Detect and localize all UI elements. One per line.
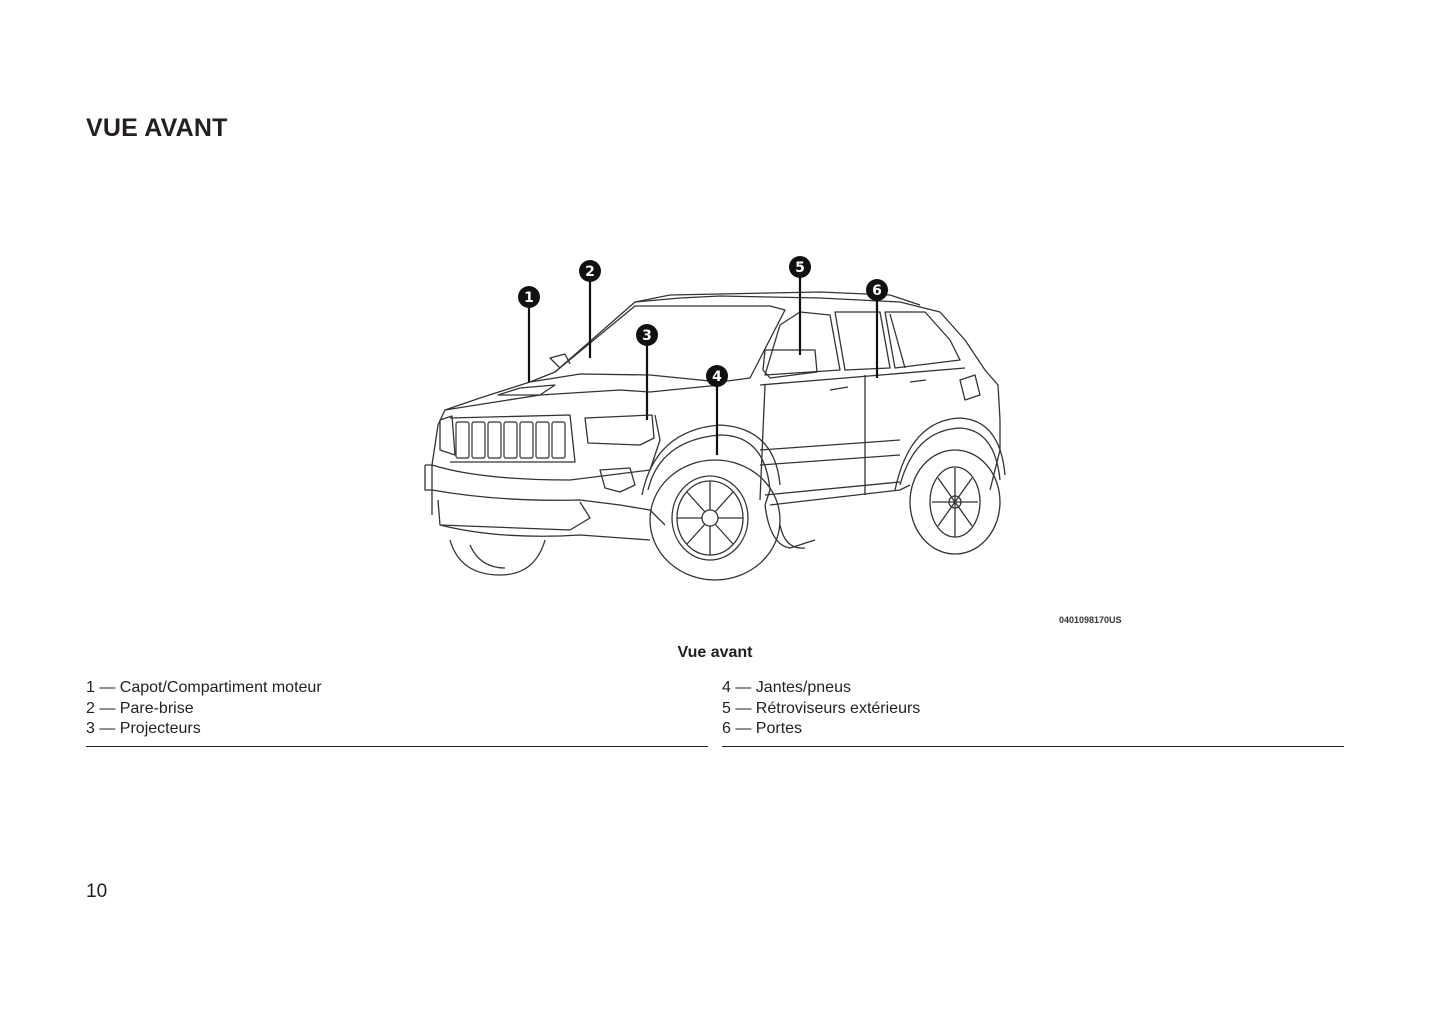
callout-2: 2 <box>579 260 601 282</box>
legend-item: 5 — Rétroviseurs extérieurs <box>722 699 921 717</box>
legend-item: 6 — Portes <box>722 720 803 737</box>
svg-text:6: 6 <box>872 283 882 299</box>
legend-item: 3 — Projecteurs <box>86 720 201 737</box>
callout-6: 6 <box>866 279 888 301</box>
legend-item: 2 — Pare-brise <box>86 699 194 717</box>
callout-3: 3 <box>636 324 658 346</box>
figure-caption: Vue avant <box>677 644 753 661</box>
image-code: 0401098170US <box>1059 615 1122 625</box>
page-number: 10 <box>86 881 108 902</box>
callout-4: 4 <box>706 365 728 387</box>
legend-item: 1 — Capot/Compartiment moteur <box>86 679 322 696</box>
page-title: VUE AVANT <box>86 114 228 142</box>
vehicle-line-art <box>424 291 1006 581</box>
svg-text:4: 4 <box>712 369 722 385</box>
callout-1: 1 <box>518 286 540 308</box>
svg-text:3: 3 <box>642 328 652 344</box>
vehicle-front-view-illustration: 1 2 3 4 5 6 <box>420 250 1020 590</box>
legend-right-column: 4 — Jantes/pneus 5 — Rétroviseurs extéri… <box>722 678 1344 747</box>
legend-left-column: 1 — Capot/Compartiment moteur 2 — Pare-b… <box>86 678 708 747</box>
legend-item: 4 — Jantes/pneus <box>722 679 851 696</box>
svg-text:5: 5 <box>795 260 805 276</box>
svg-text:2: 2 <box>585 264 595 280</box>
svg-text:1: 1 <box>524 290 534 306</box>
callout-5: 5 <box>789 256 811 278</box>
callout-leaders <box>527 275 879 455</box>
